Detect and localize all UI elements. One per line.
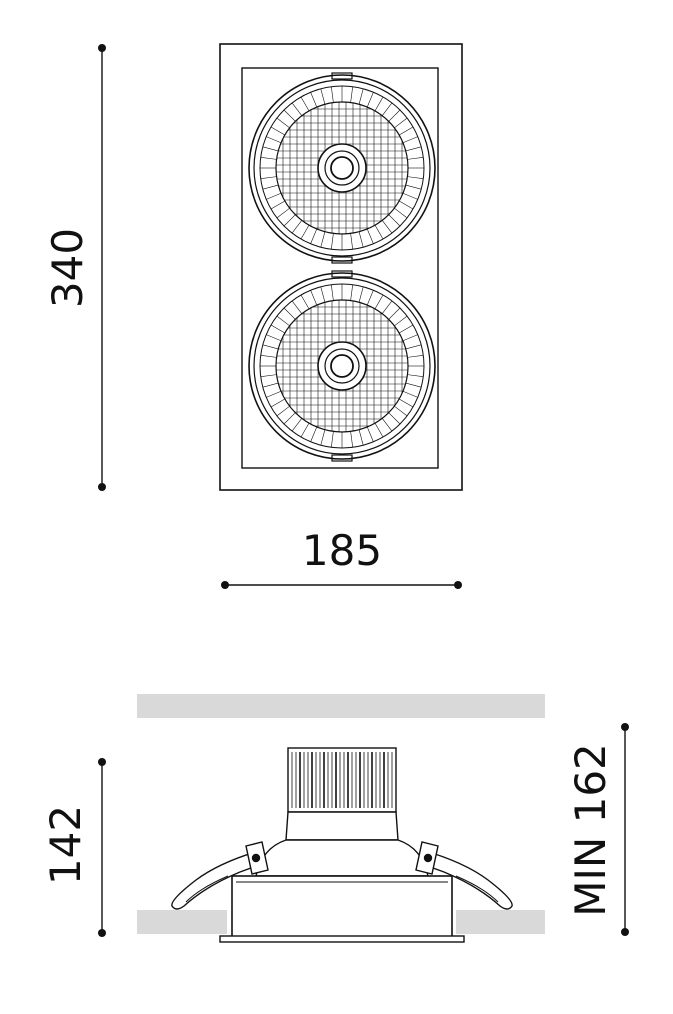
- dimension-height-side: 142: [41, 758, 106, 937]
- spring-clip-left: [171, 841, 269, 910]
- ceiling-left-slab: [137, 910, 227, 934]
- label-142: 142: [41, 805, 90, 885]
- reflector-body: [255, 839, 429, 877]
- top-view: [219, 43, 463, 491]
- ceiling-top-band: [137, 694, 545, 718]
- lamp-bottom: [248, 270, 436, 462]
- bezel: [219, 935, 465, 943]
- heatsink-fins: [291, 752, 393, 808]
- housing-box: [231, 875, 453, 939]
- outer-frame: [219, 43, 463, 491]
- heatsink: [287, 747, 397, 813]
- dimension-width-top: 185: [221, 526, 462, 589]
- lamp-top: [248, 72, 436, 264]
- label-185: 185: [302, 526, 382, 575]
- dimension-height-top: 340: [43, 44, 106, 491]
- label-340: 340: [43, 228, 92, 308]
- dimension-min-cutout: MIN 162: [566, 723, 629, 936]
- side-view: [137, 694, 545, 943]
- label-min-162: MIN 162: [566, 743, 615, 917]
- spring-clip-right: [415, 841, 513, 910]
- inner-frame: [241, 67, 439, 469]
- lamp-neck: [285, 811, 399, 841]
- ceiling-right-slab: [456, 910, 545, 934]
